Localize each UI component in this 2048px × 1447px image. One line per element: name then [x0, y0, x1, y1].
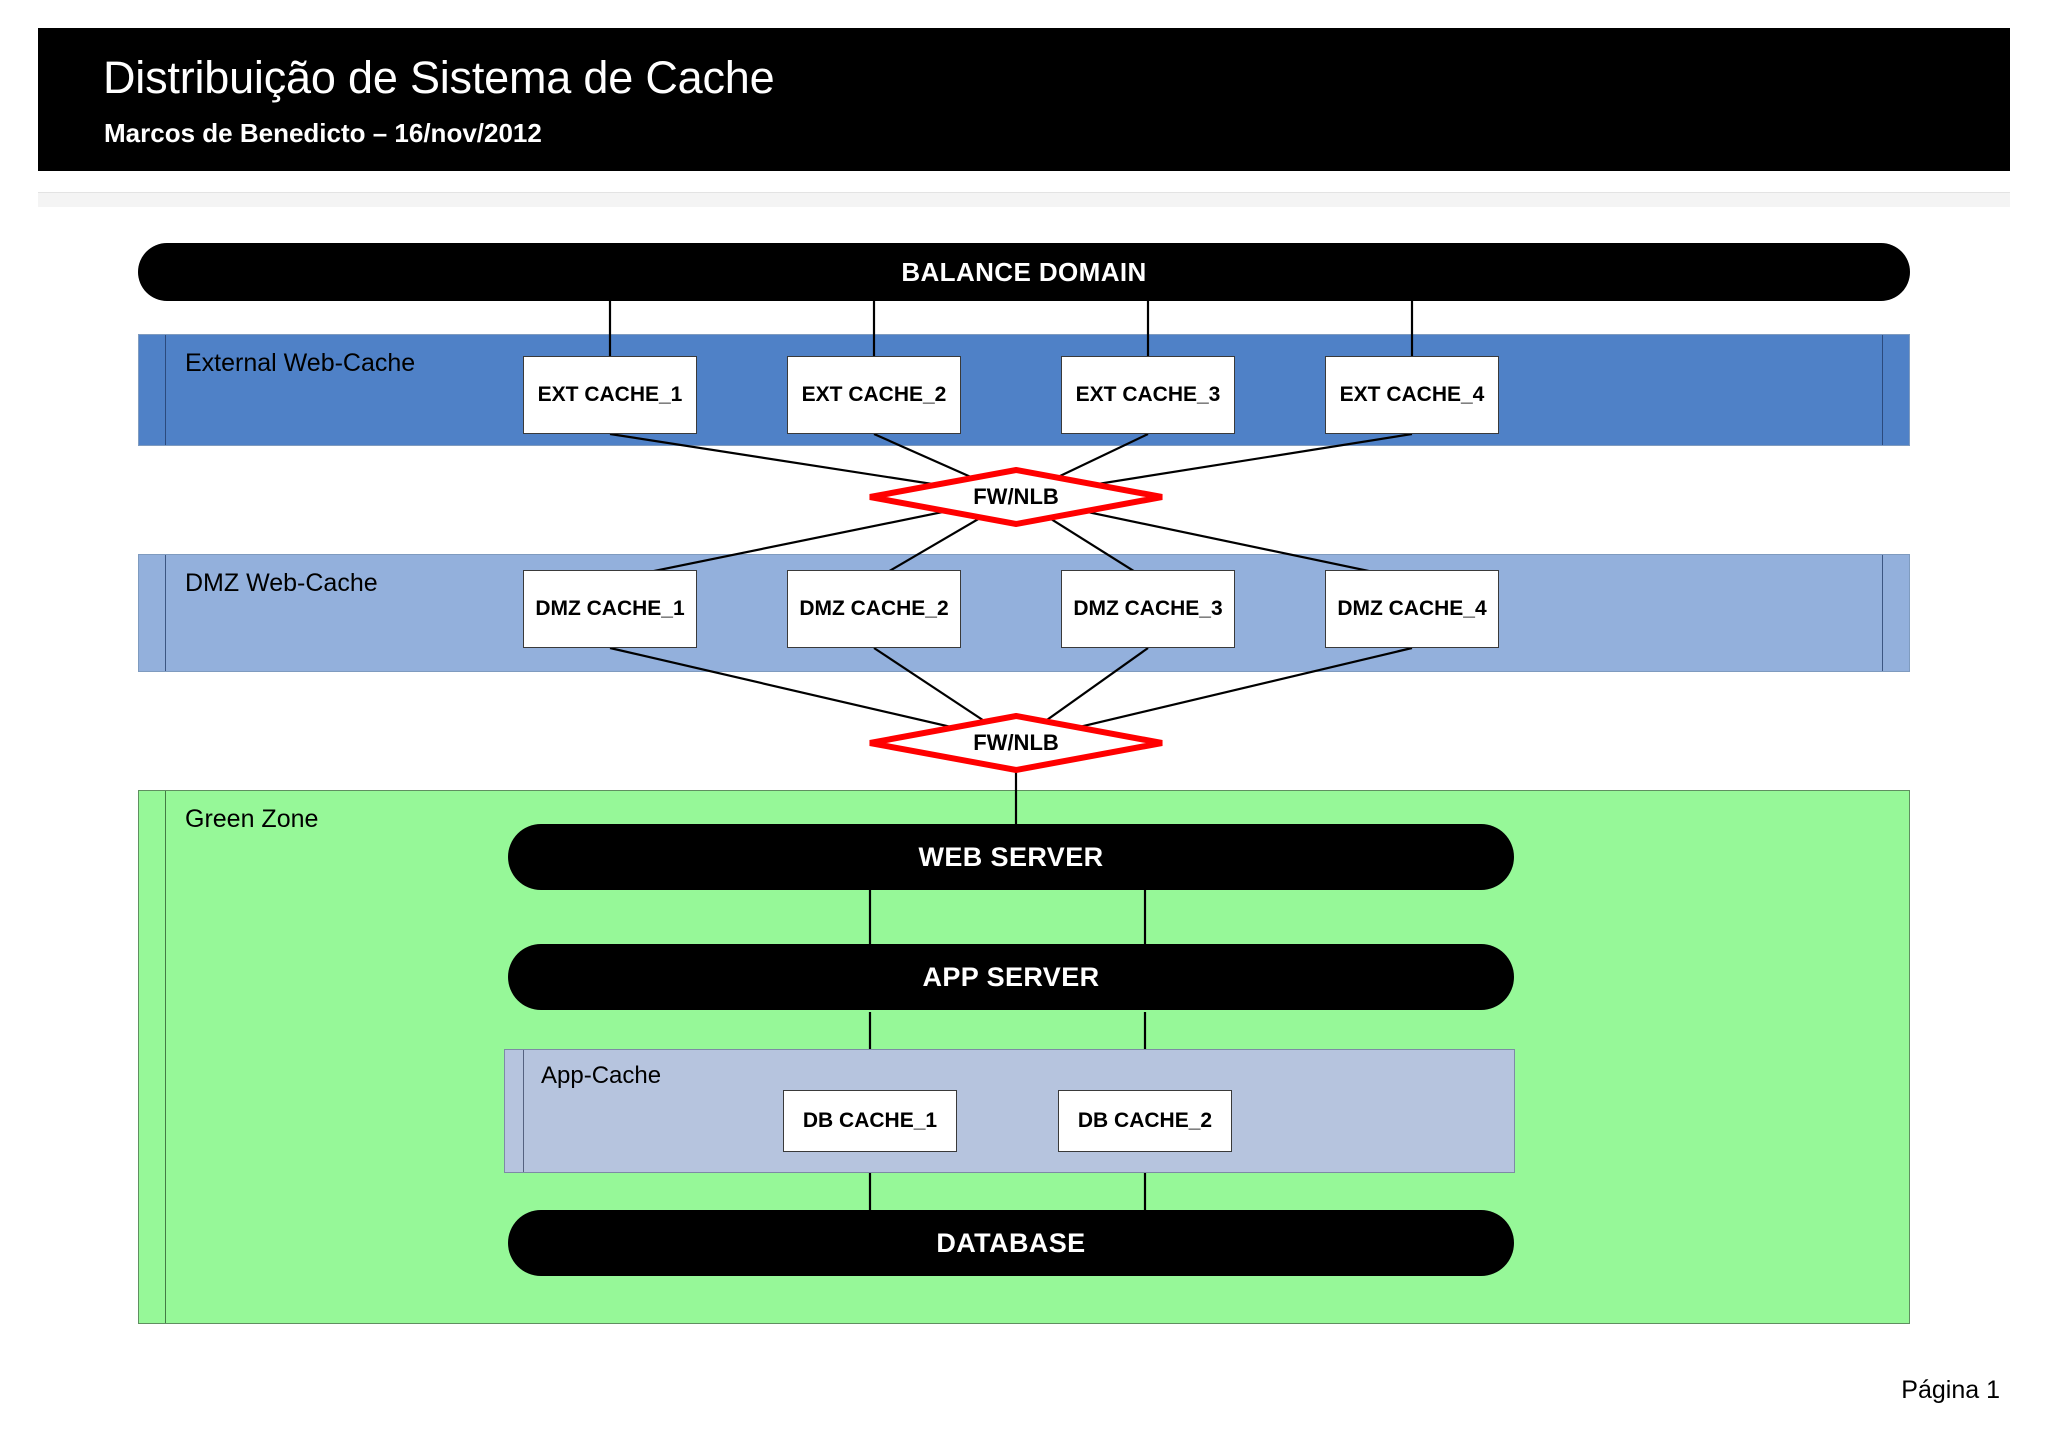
- node-ext-cache-3[interactable]: EXT CACHE_3: [1061, 356, 1235, 434]
- balance-domain-label: BALANCE DOMAIN: [901, 256, 1147, 287]
- zone-left-stripe: [165, 335, 166, 445]
- app-cache-label: App-Cache: [541, 1062, 662, 1089]
- app-server-label: APP SERVER: [922, 961, 1100, 992]
- node-label: DB CACHE_1: [802, 1109, 938, 1132]
- node-ext-cache-2[interactable]: EXT CACHE_2: [787, 356, 961, 434]
- database-node[interactable]: DATABASE: [508, 1210, 1514, 1276]
- node-label: EXT CACHE_2: [801, 383, 947, 406]
- node-dmz-cache-4[interactable]: DMZ CACHE_4: [1325, 570, 1499, 648]
- external-web-cache-label: External Web-Cache: [185, 349, 416, 377]
- title-underline-divider: [38, 171, 2010, 193]
- firewall-nlb-label: FW/NLB: [973, 484, 1059, 509]
- node-dmz-cache-3[interactable]: DMZ CACHE_3: [1061, 570, 1235, 648]
- zone-left-stripe: [165, 791, 166, 1323]
- zone-left-stripe: [523, 1050, 524, 1172]
- green-zone-label: Green Zone: [185, 805, 319, 833]
- firewall-nlb-top[interactable]: FW/NLB: [866, 467, 1166, 527]
- node-db-cache-1[interactable]: DB CACHE_1: [783, 1090, 957, 1152]
- node-ext-cache-1[interactable]: EXT CACHE_1: [523, 356, 697, 434]
- node-dmz-cache-1[interactable]: DMZ CACHE_1: [523, 570, 697, 648]
- balance-domain-node[interactable]: BALANCE DOMAIN: [138, 243, 1910, 301]
- title-shade-divider: [38, 193, 2010, 207]
- dmz-web-cache-zone: DMZ Web-Cache: [138, 554, 1910, 672]
- zone-right-stripe: [1882, 555, 1883, 671]
- slide-title-bar: Distribuição de Sistema de Cache Marcos …: [38, 28, 2010, 171]
- node-label: EXT CACHE_1: [537, 383, 683, 406]
- app-cache-zone: App-Cache: [504, 1049, 1515, 1173]
- web-server-label: WEB SERVER: [918, 841, 1104, 872]
- node-ext-cache-4[interactable]: EXT CACHE_4: [1325, 356, 1499, 434]
- node-label: DMZ CACHE_4: [1337, 597, 1487, 620]
- zone-left-stripe: [165, 555, 166, 671]
- web-server-node[interactable]: WEB SERVER: [508, 824, 1514, 890]
- firewall-nlb-bottom[interactable]: FW/NLB: [866, 713, 1166, 773]
- page-title: Distribuição de Sistema de Cache: [103, 52, 775, 103]
- node-label: EXT CACHE_3: [1075, 383, 1221, 406]
- page-subtitle: Marcos de Benedicto – 16/nov/2012: [104, 118, 542, 148]
- node-label: DMZ CACHE_1: [535, 597, 685, 620]
- node-label: EXT CACHE_4: [1339, 383, 1485, 406]
- zone-right-stripe: [1882, 335, 1883, 445]
- app-server-node[interactable]: APP SERVER: [508, 944, 1514, 1010]
- node-label: DB CACHE_2: [1077, 1109, 1213, 1132]
- page-number-footer: Página 1: [1901, 1376, 2000, 1404]
- firewall-nlb-label: FW/NLB: [973, 730, 1059, 755]
- dmz-web-cache-label: DMZ Web-Cache: [185, 569, 378, 597]
- database-label: DATABASE: [936, 1227, 1086, 1258]
- node-label: DMZ CACHE_2: [799, 597, 949, 620]
- node-dmz-cache-2[interactable]: DMZ CACHE_2: [787, 570, 961, 648]
- node-label: DMZ CACHE_3: [1073, 597, 1223, 620]
- node-db-cache-2[interactable]: DB CACHE_2: [1058, 1090, 1232, 1152]
- external-web-cache-zone: External Web-Cache: [138, 334, 1910, 446]
